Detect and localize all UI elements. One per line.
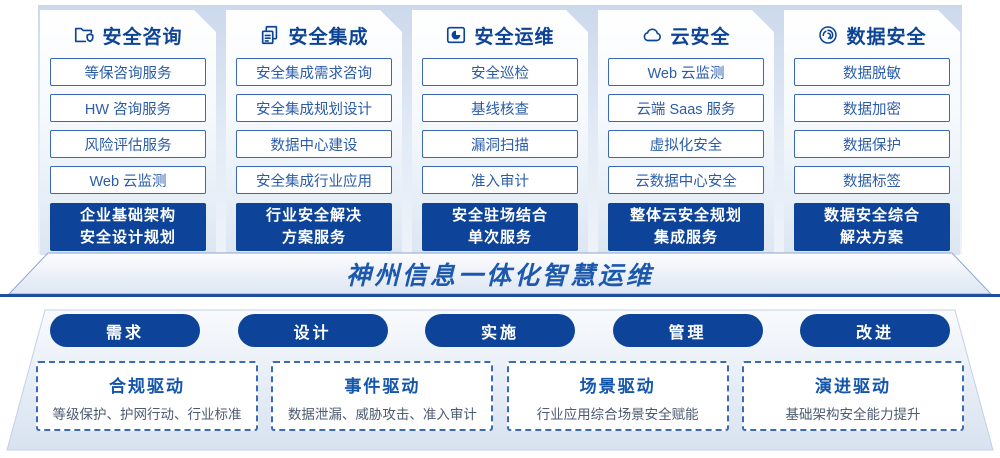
column-header: 安全集成 <box>236 22 392 48</box>
service-item: 云数据中心安全 <box>608 166 764 194</box>
cloud-icon <box>641 24 663 46</box>
highlight-box: 安全驻场结合 单次服务 <box>422 203 578 251</box>
service-column-cloud-security: 云安全 Web 云监测 云端 Saas 服务 虚拟化安全 云数据中心安全 整体云… <box>598 10 774 255</box>
highlight-box: 企业基础架构 安全设计规划 <box>50 203 206 251</box>
service-item: 漏洞扫描 <box>422 130 578 158</box>
highlight-line: 方案服务 <box>281 229 346 246</box>
process-step-pill: 改进 <box>800 314 950 347</box>
column-header: 安全咨询 <box>50 22 206 48</box>
driver-box-scenario: 场景驱动 行业应用综合场景安全赋能 <box>506 361 729 431</box>
service-columns-row: 安全咨询 等保咨询服务 HW 咨询服务 风险评估服务 Web 云监测 企业基础架… <box>40 10 960 255</box>
process-step-pill: 设计 <box>237 314 388 347</box>
column-title: 安全咨询 <box>102 26 183 48</box>
monitor-gauge-icon <box>445 24 467 46</box>
driver-box-incident: 事件驱动 数据泄漏、威胁攻击、准入审计 <box>271 361 494 431</box>
folder-shield-icon <box>73 24 95 46</box>
highlight-line: 集成服务 <box>653 229 718 246</box>
banner-shape <box>0 252 1000 297</box>
driver-title: 合规驱动 <box>109 377 185 396</box>
highlight-line: 行业安全解决 <box>265 207 362 225</box>
driver-box-evolution: 演进驱动 基础架构安全能力提升 <box>741 361 964 431</box>
highlight-box: 整体云安全规划 集成服务 <box>608 203 764 251</box>
column-header: 数据安全 <box>794 22 950 48</box>
driver-box-compliance: 合规驱动 等级保护、护网行动、行业标准 <box>36 361 258 431</box>
column-header: 云安全 <box>608 22 764 48</box>
driver-desc: 行业应用综合场景安全赋能 <box>536 407 699 422</box>
column-header: 安全运维 <box>422 22 578 48</box>
service-item: 虚拟化安全 <box>608 130 764 158</box>
service-item: Web 云监测 <box>608 58 764 86</box>
service-item: 数据脱敏 <box>794 58 950 86</box>
driver-title: 场景驱动 <box>579 377 656 396</box>
column-title: 安全集成 <box>288 26 369 48</box>
highlight-line: 数据安全综合 <box>823 207 920 225</box>
service-item: 安全集成规划设计 <box>236 94 392 122</box>
driver-title: 演进驱动 <box>814 377 891 396</box>
highlight-line: 安全设计规划 <box>79 229 176 246</box>
service-item: 准入审计 <box>422 166 578 194</box>
service-item: 数据加密 <box>794 94 950 122</box>
driver-desc: 等级保护、护网行动、行业标准 <box>52 407 242 422</box>
process-steps-row: 需求 设计 实施 管理 改进 <box>50 314 950 347</box>
process-step-pill: 需求 <box>50 314 200 347</box>
highlight-line: 整体云安全规划 <box>629 207 742 225</box>
service-item: 基线核查 <box>422 94 578 122</box>
highlight-line: 安全驻场结合 <box>451 207 548 225</box>
service-item: 数据保护 <box>794 130 950 158</box>
service-item: 云端 Saas 服务 <box>608 94 764 122</box>
process-step-pill: 实施 <box>425 314 575 347</box>
driver-title: 事件驱动 <box>344 377 421 396</box>
service-item: 安全巡检 <box>422 58 578 86</box>
service-item: 数据中心建设 <box>236 130 392 158</box>
service-item: Web 云监测 <box>50 166 206 194</box>
service-item: 安全集成行业应用 <box>236 166 392 194</box>
process-step-pill: 管理 <box>612 314 763 347</box>
column-title: 数据安全 <box>846 26 927 48</box>
driver-desc: 基础架构安全能力提升 <box>785 407 921 422</box>
service-column-security-integration: 安全集成 安全集成需求咨询 安全集成规划设计 数据中心建设 安全集成行业应用 行… <box>226 10 402 255</box>
highlight-box: 数据安全综合 解决方案 <box>794 203 950 251</box>
documents-icon <box>259 24 281 46</box>
highlight-line: 企业基础架构 <box>79 207 176 225</box>
highlight-line: 单次服务 <box>467 229 532 246</box>
highlight-box: 行业安全解决 方案服务 <box>236 203 392 251</box>
highlight-line: 解决方案 <box>839 229 904 246</box>
drivers-row: 合规驱动 等级保护、护网行动、行业标准 事件驱动 数据泄漏、威胁攻击、准入审计 … <box>36 361 964 431</box>
column-title: 安全运维 <box>474 26 555 48</box>
service-item: 风险评估服务 <box>50 130 206 158</box>
driver-desc: 数据泄漏、威胁攻击、准入审计 <box>287 407 477 422</box>
column-title: 云安全 <box>670 26 731 48</box>
service-column-security-consulting: 安全咨询 等保咨询服务 HW 咨询服务 风险评估服务 Web 云监测 企业基础架… <box>40 10 216 255</box>
service-item: 安全集成需求咨询 <box>236 58 392 86</box>
fingerprint-icon <box>817 24 839 46</box>
banner-title: 神州信息一体化智慧运维 <box>345 262 654 290</box>
service-column-security-operations: 安全运维 安全巡检 基线核查 漏洞扫描 准入审计 安全驻场结合 单次服务 <box>412 10 588 255</box>
service-column-data-security: 数据安全 数据脱敏 数据加密 数据保护 数据标签 数据安全综合 解决方案 <box>784 10 960 255</box>
service-item: 数据标签 <box>794 166 950 194</box>
service-item: 等保咨询服务 <box>50 58 206 86</box>
service-item: HW 咨询服务 <box>50 94 206 122</box>
